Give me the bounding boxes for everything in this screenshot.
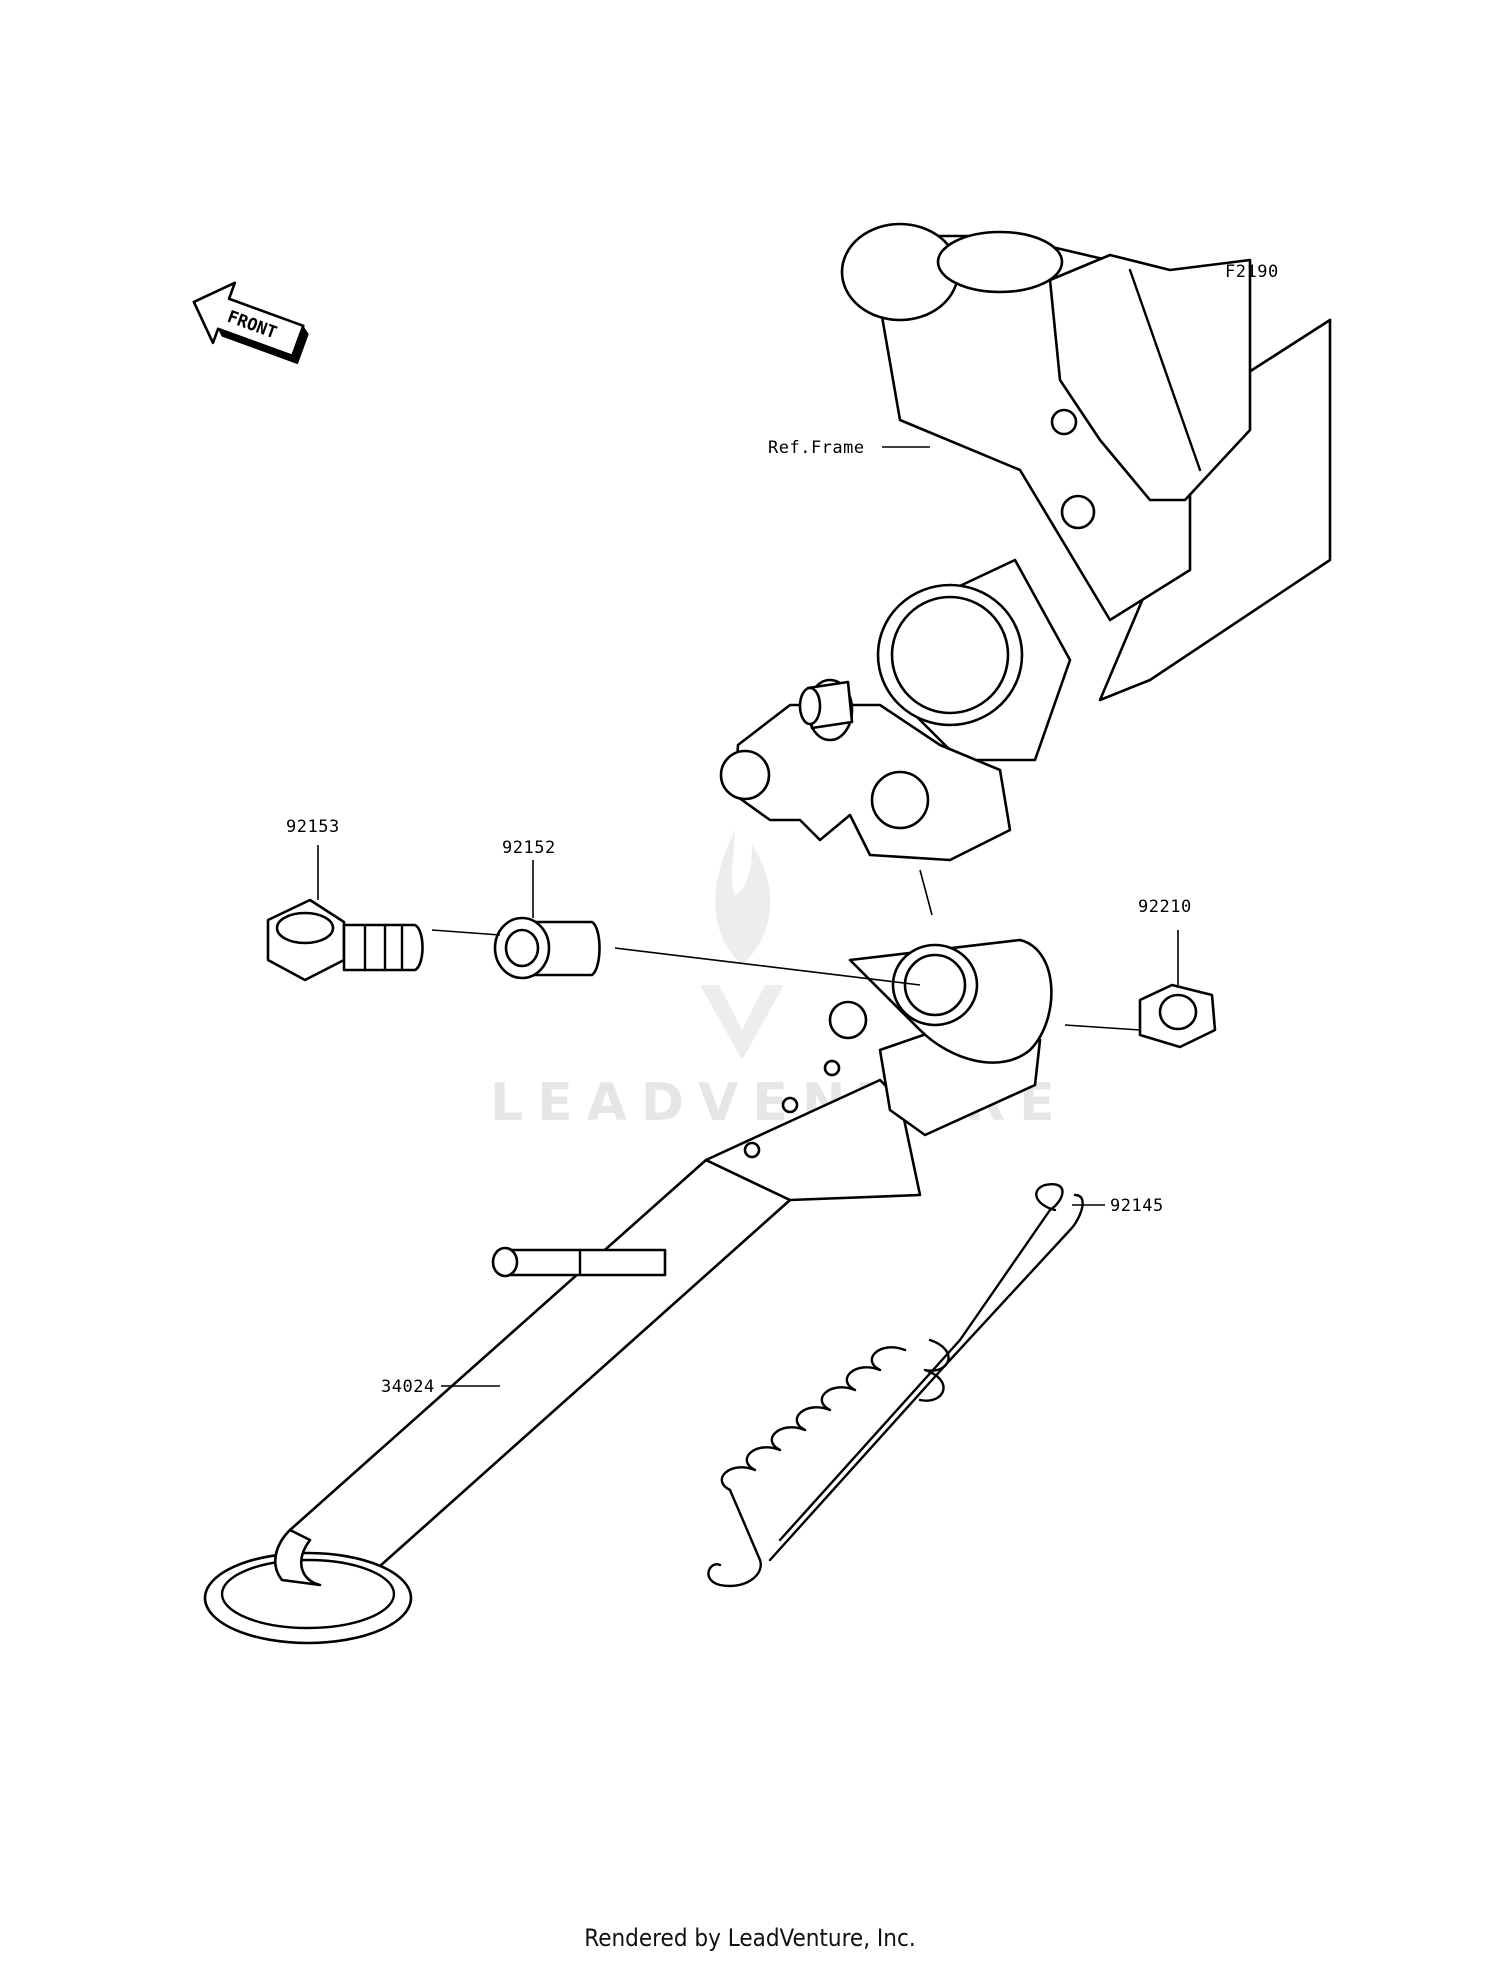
leader-lines <box>317 446 1179 1387</box>
label-ref-frame: Ref.Frame <box>768 438 865 458</box>
footer-credit: Rendered by LeadVenture, Inc. <box>584 1924 916 1952</box>
label-92145: 92145 <box>1110 1196 1164 1216</box>
callouts: F2190 Ref.Frame 92153 92152 92210 92145 … <box>286 262 1279 1397</box>
frame-assembly <box>719 222 1332 862</box>
label-f2190: F2190 <box>1225 262 1279 282</box>
label-92153: 92153 <box>286 817 340 837</box>
spring-92145 <box>707 1183 1084 1588</box>
label-34024: 34024 <box>381 1377 435 1397</box>
side-stand-34024 <box>203 938 1053 1645</box>
collar-92152 <box>493 916 601 980</box>
label-92152: 92152 <box>502 838 556 858</box>
label-92210: 92210 <box>1138 897 1192 917</box>
bolt-92153 <box>266 898 424 982</box>
front-arrow-icon: FRONT <box>192 281 309 365</box>
nut-92210 <box>1138 983 1217 1049</box>
